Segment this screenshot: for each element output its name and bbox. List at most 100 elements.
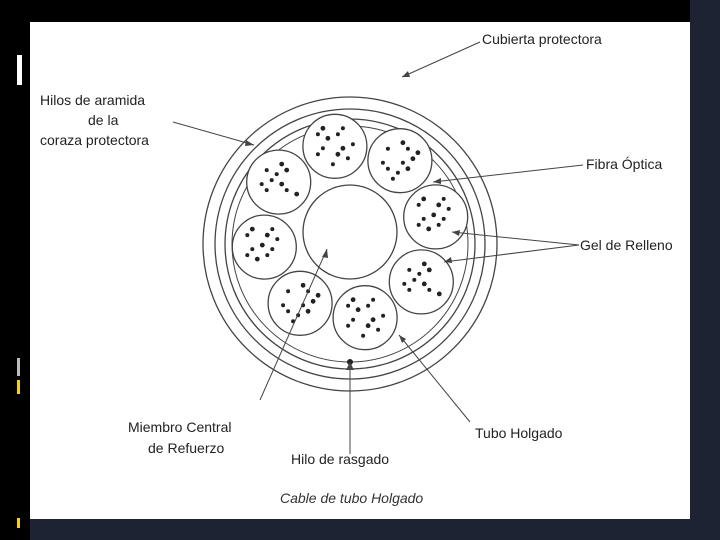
slide-marker-white: [17, 55, 22, 85]
optical-fiber-dot: [407, 287, 412, 292]
optical-fiber-dot: [366, 303, 371, 308]
optical-fiber-dot: [300, 282, 306, 288]
optical-fiber-dot: [421, 216, 426, 221]
optical-fiber-dot: [315, 132, 320, 137]
leader-aramid: [172, 121, 255, 146]
optical-fiber-dot: [281, 303, 286, 308]
optical-fiber-dot: [294, 191, 300, 197]
loose-tube: [367, 128, 433, 194]
label-filling-gel: Gel de Relleno: [580, 237, 673, 253]
loose-tube: [332, 285, 398, 351]
cable-cross-section-diagram: [172, 41, 584, 454]
label-rip-cord: Hilo de rasgado: [291, 451, 390, 467]
loose-tube: [403, 184, 469, 250]
loose-tube: [388, 249, 454, 315]
leader-gel-2: [443, 244, 580, 263]
optical-fiber-dot: [249, 226, 255, 232]
loose-tube: [302, 113, 368, 179]
optical-fiber-dot: [330, 162, 335, 167]
optical-fiber-dot: [421, 261, 427, 267]
optical-fiber-dot: [350, 297, 356, 303]
loose-tube: [246, 149, 312, 215]
optical-fiber-dot: [426, 267, 432, 273]
optical-fiber-dot: [385, 146, 390, 151]
optical-fiber-dot: [279, 161, 285, 167]
optical-fiber-dot: [400, 140, 406, 146]
leader-gel-1: [451, 231, 580, 246]
optical-fiber-dot: [381, 313, 386, 318]
slide-frame-right: [690, 0, 720, 540]
optical-fiber-dot: [270, 227, 275, 232]
optical-fiber-dot: [264, 232, 270, 238]
slide-canvas: Cubierta protectora Hilos de aramida de …: [30, 22, 690, 519]
optical-fiber-dot: [325, 135, 331, 141]
slide-frame-bottom: [30, 519, 690, 540]
optical-fiber-dot: [245, 233, 250, 238]
optical-fiber-dot: [346, 303, 351, 308]
optical-fiber-dot: [259, 242, 265, 248]
optical-fiber-dot: [245, 253, 250, 258]
optical-fiber-dot: [426, 226, 432, 232]
optical-fiber-dot: [361, 333, 366, 338]
optical-fiber-dot: [436, 202, 442, 208]
optical-fiber-dot: [407, 267, 412, 272]
optical-fiber-dot: [436, 291, 442, 297]
optical-fiber-dot: [340, 126, 345, 131]
optical-fiber-dot: [431, 212, 437, 218]
label-central-member-line1: Miembro Central: [128, 419, 232, 435]
optical-fiber-dot: [265, 253, 270, 258]
optical-fiber-dot: [264, 188, 269, 193]
optical-fiber-dot: [417, 271, 422, 276]
optical-fiber-dot: [284, 188, 289, 193]
optical-fiber-dot: [320, 146, 325, 151]
optical-fiber-dot: [405, 146, 410, 151]
optical-fiber-dot: [269, 178, 274, 183]
optical-fiber-dot: [385, 166, 390, 171]
optical-fiber-dot: [284, 167, 290, 173]
figure-caption: Cable de tubo Holgado: [280, 490, 424, 506]
optical-fiber-dot: [412, 277, 417, 282]
optical-fiber-dot: [436, 222, 441, 227]
optical-fiber-dot: [355, 307, 361, 313]
optical-fiber-dot: [250, 247, 255, 252]
arrowhead-gel-2: [444, 257, 452, 263]
optical-fiber-dot: [345, 156, 350, 161]
optical-fiber-dot: [376, 327, 381, 332]
optical-fiber-dot: [427, 287, 432, 292]
optical-fiber-dot: [395, 170, 400, 175]
optical-fiber-dot: [405, 166, 411, 172]
optical-fiber-dot: [254, 256, 260, 262]
optical-fiber-dot: [441, 216, 446, 221]
leader-optical-fiber: [432, 164, 584, 183]
label-outer-jacket: Cubierta protectora: [482, 31, 602, 47]
loose-tube: [267, 270, 333, 336]
label-loose-tube: Tubo Holgado: [475, 425, 563, 441]
optical-fiber-dot: [421, 196, 427, 202]
label-aramid-line1: Hilos de aramida: [40, 92, 146, 108]
arrowhead-outer-jacket: [402, 71, 410, 77]
optical-fiber-dot: [350, 142, 355, 147]
optical-fiber-dot: [370, 317, 376, 323]
arrowhead-central-member: [322, 249, 328, 258]
optical-fiber-dot: [416, 202, 421, 207]
leader-outer-jacket: [401, 41, 481, 78]
label-optical-fiber: Fibra Óptica: [586, 156, 663, 172]
optical-fiber-dot: [315, 152, 320, 157]
arrowhead-aramid: [245, 140, 254, 146]
optical-fiber-dot: [274, 172, 279, 177]
optical-fiber-dot: [400, 160, 405, 165]
loose-tube: [231, 214, 297, 280]
arrowhead-optical-fiber: [433, 178, 441, 184]
optical-fiber-dot: [286, 309, 291, 314]
label-aramid-line3: coraza protectora: [40, 132, 149, 148]
optical-fiber-dot: [286, 289, 291, 294]
optical-fiber-dot: [340, 145, 346, 151]
arrowhead-loose-tube: [399, 335, 406, 343]
optical-fiber-dot: [446, 206, 451, 211]
optical-fiber-dot: [402, 281, 407, 286]
slide-marker-gray: [17, 358, 20, 376]
optical-fiber-dot: [320, 125, 326, 131]
label-central-member-line2: de Refuerzo: [148, 440, 225, 456]
central-strength-member: [302, 184, 398, 280]
optical-fiber-dot: [441, 196, 446, 201]
